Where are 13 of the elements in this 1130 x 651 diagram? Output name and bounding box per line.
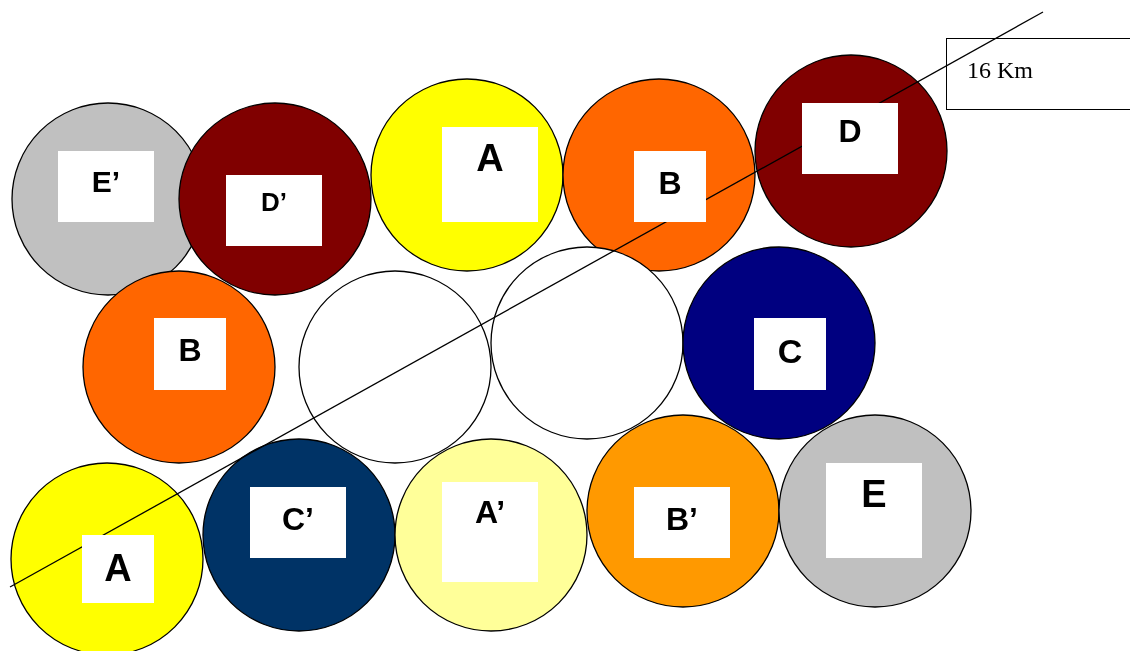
zone-letter: C: [754, 318, 826, 390]
zone-letter: D: [802, 103, 898, 174]
scale-label: 16 Km: [946, 38, 1130, 110]
zone-letter: B’: [634, 487, 730, 558]
zone-letter: E’: [58, 151, 154, 222]
zone-letter: D’: [226, 175, 322, 246]
zone-letter: B: [154, 318, 226, 390]
zone-letter: B: [634, 151, 706, 222]
zone-letter: E: [826, 463, 922, 558]
zone-letter: A: [442, 127, 538, 222]
zone-letter: A’: [442, 482, 538, 582]
zone-letter: C’: [250, 487, 346, 558]
zone-letter: A: [82, 535, 154, 603]
